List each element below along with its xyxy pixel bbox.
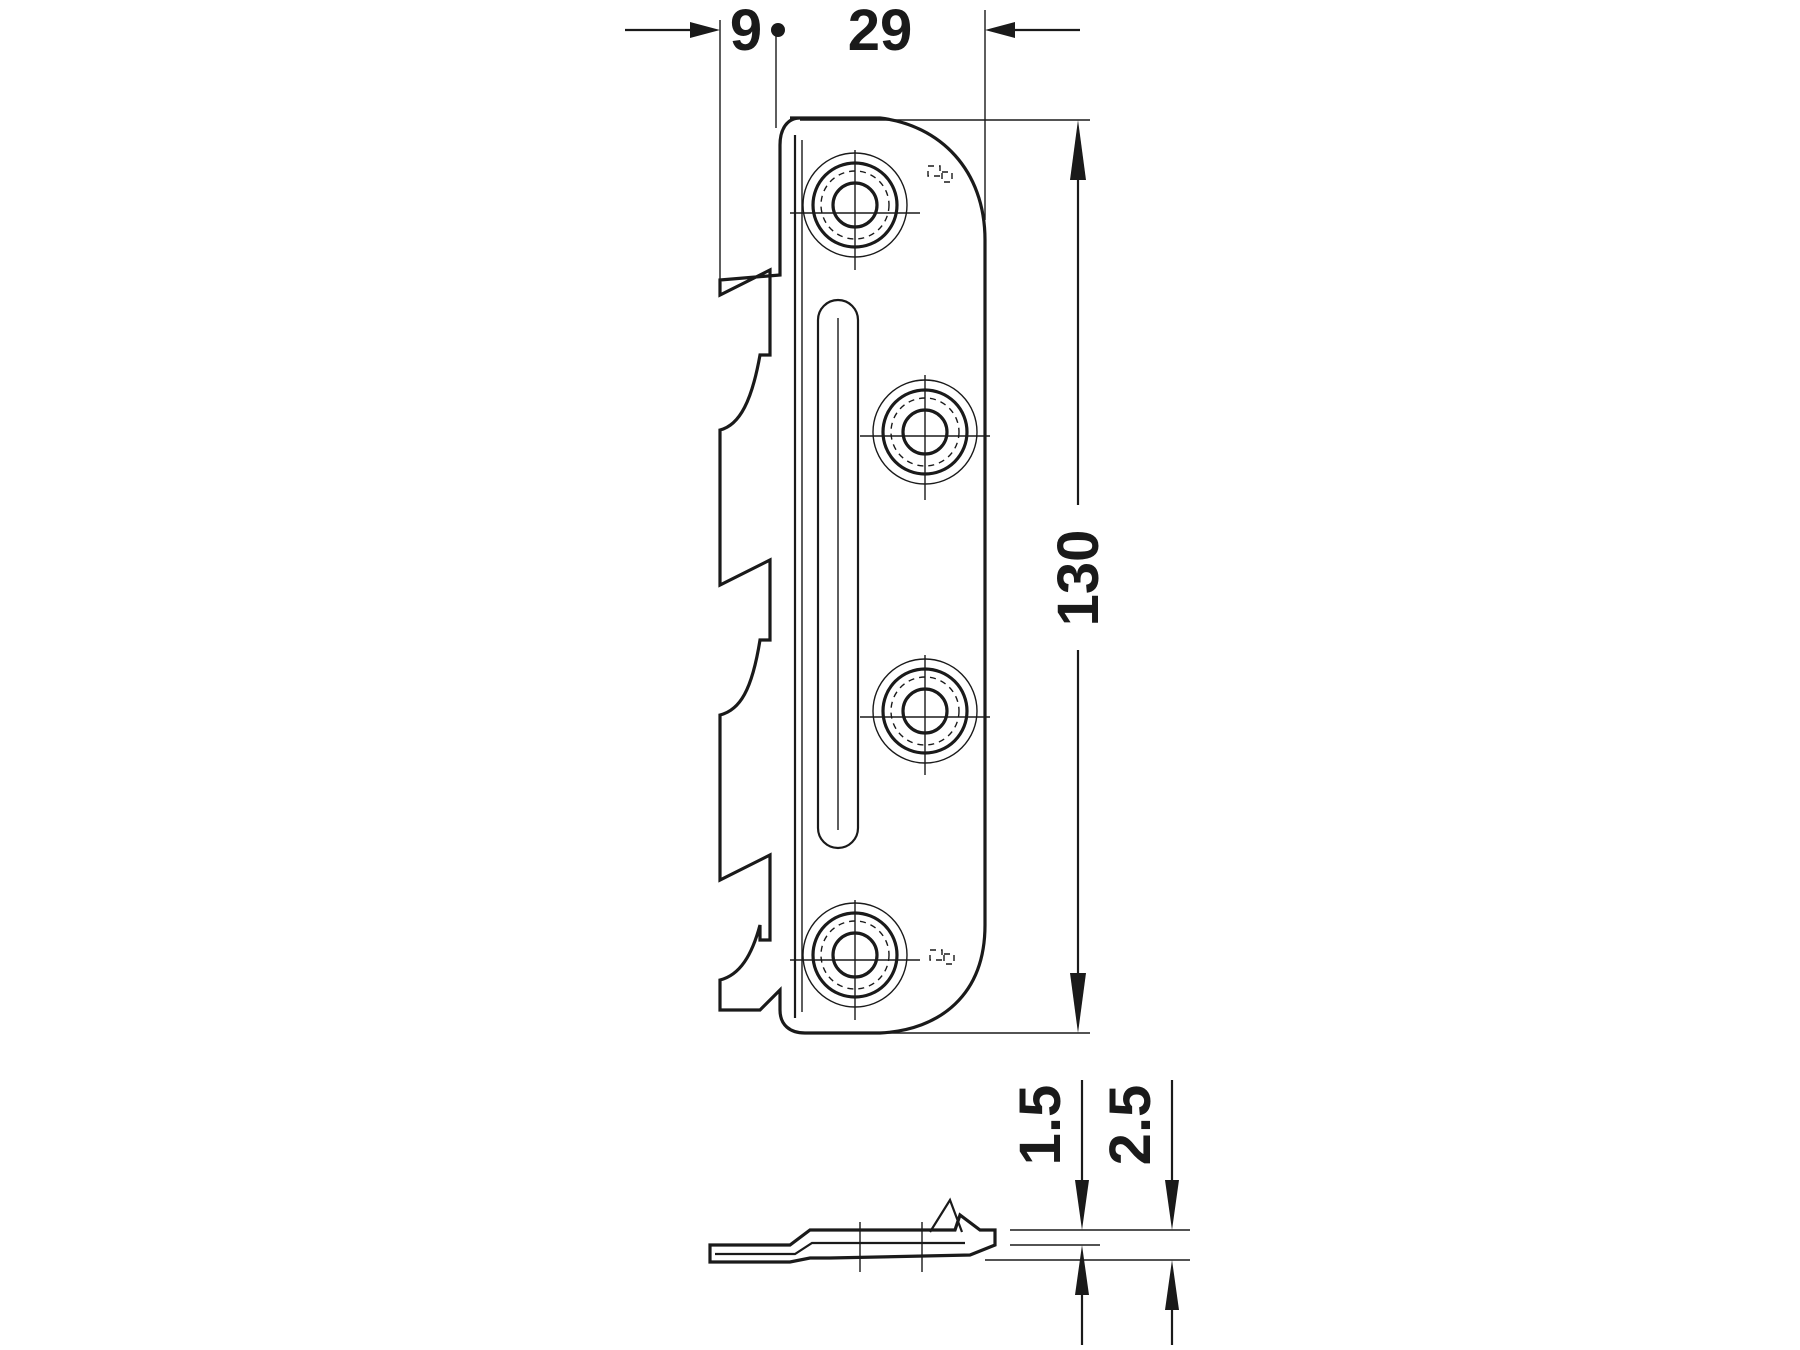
arrow-down-icon [1165,1180,1179,1230]
screw-hole-3 [860,655,990,775]
dimension-label-29: 29 [848,0,913,63]
screw-hole-1 [790,150,920,270]
dimension-label-130: 130 [1046,530,1111,627]
arrow-up-icon [1165,1260,1179,1310]
arrow-down-icon [1070,973,1086,1033]
top-dimension-group: 9 29 [625,0,1080,290]
plate-outline [718,116,987,1035]
arrow-right-icon [690,22,720,38]
dimension-dot [771,23,785,37]
thickness-dimension-group: 1.5 2.5 [985,1080,1190,1345]
slot-hole [816,298,860,850]
arrow-left-icon [985,22,1015,38]
side-view-prong [929,1197,964,1233]
side-view [708,1197,997,1272]
arrow-down-icon [1075,1180,1089,1230]
length-dimension-group: 130 [800,119,1111,1034]
side-view-inner-line [715,1241,965,1256]
dimension-label-2-5: 2.5 [1098,1085,1163,1166]
bracket-plate [718,116,987,1035]
screw-hole-4 [790,900,920,1020]
arrow-up-icon [1070,120,1086,180]
dimension-label-1-5: 1.5 [1008,1085,1073,1166]
dimension-label-9: 9 [730,0,762,63]
corner-mark-bottom [929,949,955,965]
arrow-up-icon [1075,1245,1089,1295]
side-view-profile [708,1212,997,1264]
corner-mark-top [927,165,953,183]
screw-hole-2 [860,375,990,500]
